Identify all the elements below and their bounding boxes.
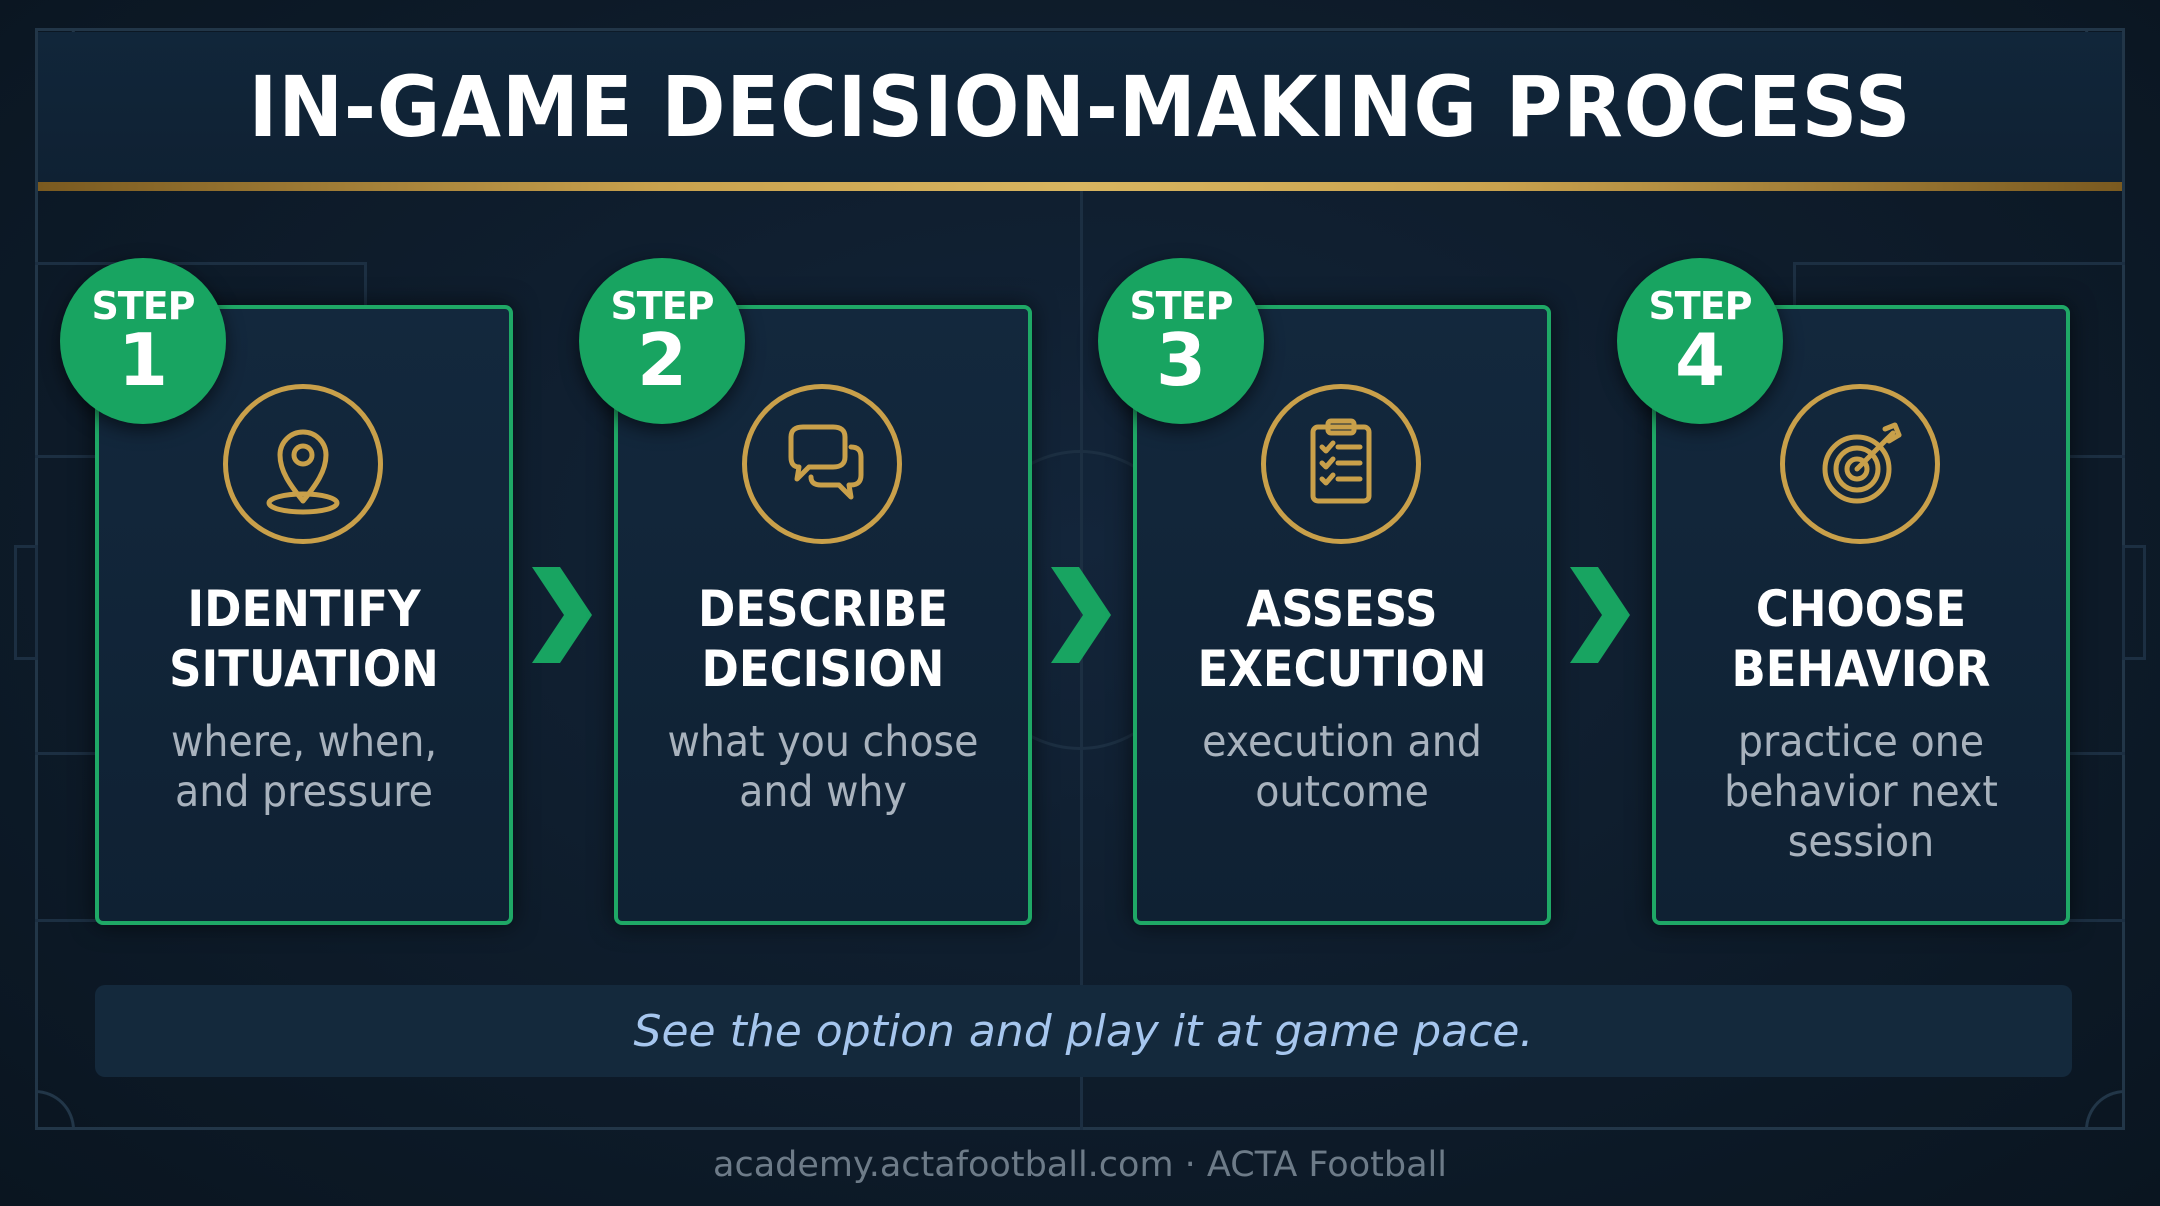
step-title-line: SITUATION: [169, 640, 439, 698]
step-desc-line: session: [1787, 817, 1935, 867]
icon-ring: [1261, 384, 1421, 544]
step-desc-line: behavior next: [1724, 767, 1998, 817]
step-title: ASSESS EXECUTION: [1158, 579, 1527, 699]
footer-credit: academy.actafootball.com · ACTA Football: [713, 1145, 1447, 1185]
gold-divider: [38, 182, 2122, 191]
page-title: IN-GAME DECISION-MAKING PROCESS: [248, 58, 1912, 156]
step-badge-2: STEP 2: [579, 258, 745, 424]
step-title-line: BEHAVIOR: [1731, 640, 1991, 698]
step-title-line: IDENTIFY: [187, 580, 421, 638]
step-title-line: ASSESS: [1246, 580, 1438, 638]
step-description: practice one behavior next session: [1682, 717, 2041, 867]
step-desc-line: and pressure: [175, 767, 433, 817]
icon-ring: [223, 384, 383, 544]
step-badge-1: STEP 1: [60, 258, 226, 424]
step-description: where, when, and pressure: [125, 717, 484, 817]
step-number: 2: [636, 318, 688, 402]
step-word: STEP: [1129, 284, 1233, 328]
step-badge-4: STEP 4: [1617, 258, 1783, 424]
chevron-right-icon: [1051, 567, 1111, 663]
step-title-line: DECISION: [701, 640, 945, 698]
step-desc-line: and why: [739, 767, 907, 817]
step-title: CHOOSE BEHAVIOR: [1677, 579, 2046, 699]
step-description: execution and outcome: [1163, 717, 1522, 817]
step-desc-line: execution and: [1202, 717, 1482, 767]
location-pin-icon: [266, 429, 340, 515]
step-number: 4: [1674, 318, 1726, 402]
clipboard-checklist-icon: [1310, 418, 1372, 504]
tagline-banner: See the option and play it at game pace.: [95, 985, 2072, 1077]
chevron-right-icon: [1570, 567, 1630, 663]
step-description: what you chose and why: [644, 717, 1003, 817]
tagline-text: See the option and play it at game pace.: [633, 1005, 1534, 1057]
step-word: STEP: [91, 284, 195, 328]
target-arrow-icon: [1822, 422, 1902, 504]
speech-bubbles-icon: [788, 424, 864, 500]
step-word: STEP: [610, 284, 714, 328]
step-desc-line: outcome: [1255, 767, 1429, 817]
step-card-2: DESCRIBE DECISION what you chose and why: [614, 305, 1032, 925]
step-badge-3: STEP 3: [1098, 258, 1264, 424]
step-title-line: EXECUTION: [1197, 640, 1487, 698]
step-title: IDENTIFY SITUATION: [120, 579, 489, 699]
step-title-line: CHOOSE: [1755, 580, 1967, 638]
icon-ring: [742, 384, 902, 544]
step-desc-line: where, when,: [170, 717, 438, 767]
chevron-right-icon: [532, 567, 592, 663]
icon-ring: [1780, 384, 1940, 544]
step-number: 3: [1155, 318, 1207, 402]
header-banner: IN-GAME DECISION-MAKING PROCESS: [38, 32, 2122, 182]
step-number: 1: [117, 318, 169, 402]
step-desc-line: practice one: [1737, 717, 1985, 767]
step-title-line: DESCRIBE: [698, 580, 948, 638]
step-desc-line: what you chose: [667, 717, 979, 767]
step-word: STEP: [1648, 284, 1752, 328]
right-goal: [2122, 545, 2146, 660]
step-title: DESCRIBE DECISION: [639, 579, 1008, 699]
left-goal: [14, 545, 38, 660]
